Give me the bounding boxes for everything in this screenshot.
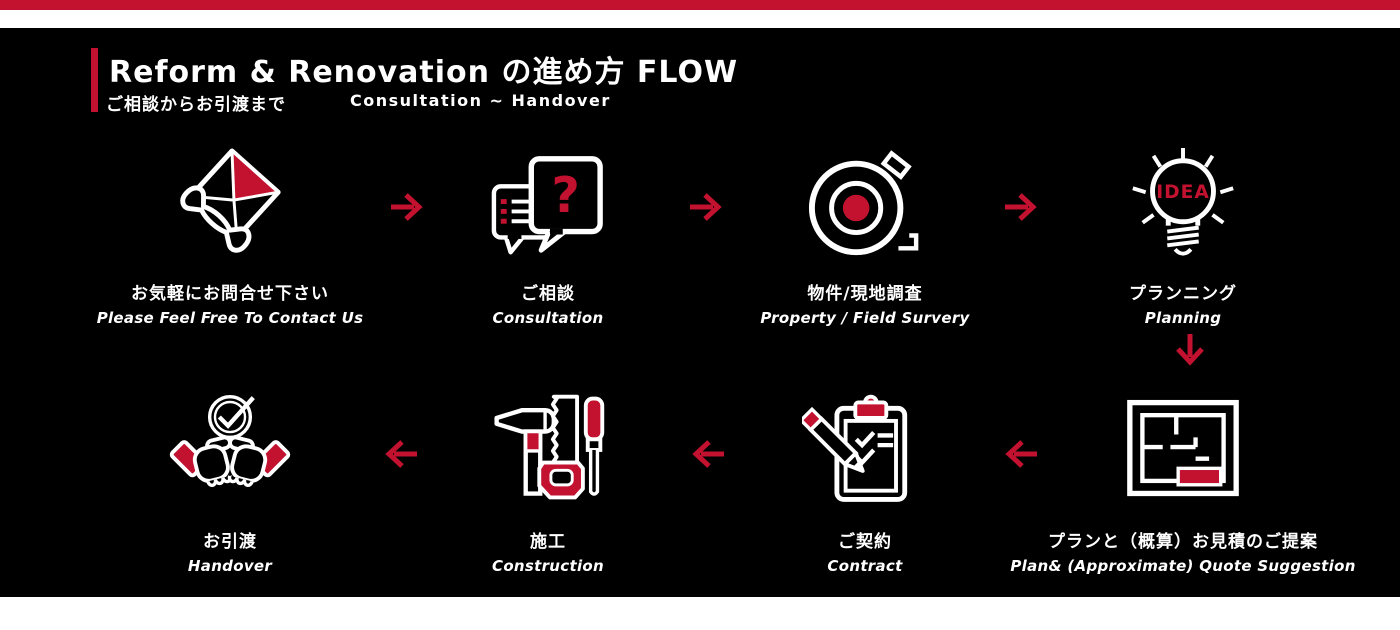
- tape-measure-icon: [801, 142, 929, 270]
- step-label-en: Handover: [187, 557, 273, 575]
- arrow-left-icon: [1000, 439, 1040, 469]
- step-label-en: Property / Field Survery: [760, 309, 970, 327]
- subtitle-japanese: ご相談からお引渡まで: [106, 95, 286, 115]
- flow-step-construction: 施工 Construction: [398, 380, 698, 575]
- step-label-en: Consultation: [492, 309, 604, 327]
- handshake-icon: [167, 380, 293, 518]
- arrow-right-icon: [1002, 192, 1042, 222]
- flow-step-planning: IDEA プランニング Planning: [1033, 142, 1333, 327]
- page-title: Reform & Renovation の進め方 FLOW: [109, 55, 739, 90]
- flow-panel: [0, 28, 1400, 597]
- step-label-ja: 物件/現地調査: [807, 284, 923, 304]
- step-label-en: Planning: [1144, 309, 1222, 327]
- arrow-left-icon: [380, 439, 420, 469]
- step-label-en: Contract: [827, 557, 903, 575]
- arrow-right-icon: [687, 192, 727, 222]
- title-accent-bar: [91, 48, 98, 112]
- chat-question-icon: ?: [484, 142, 612, 270]
- flow-step-contact: お気軽にお問合せ下さい Please Feel Free To Contact …: [80, 142, 380, 327]
- arrow-down-icon: [1175, 331, 1205, 371]
- floor-plan-icon: [1120, 380, 1246, 518]
- step-label-en: Please Feel Free To Contact Us: [96, 309, 364, 327]
- contract-clipboard-icon: [802, 380, 928, 518]
- flow-step-quote: プランと（概算）お見積のご提案 Plan& (Approximate) Quot…: [1010, 380, 1355, 575]
- step-label-ja: ご契約: [838, 532, 892, 552]
- arrow-right-icon: [388, 192, 428, 222]
- subtitle-english: Consultation ~ Handover: [350, 91, 611, 110]
- step-label-ja: ご相談: [521, 284, 575, 304]
- step-label-ja: お気軽にお問合せ下さい: [131, 284, 329, 304]
- construction-tools-icon: [485, 380, 611, 518]
- step-label-ja: 施工: [530, 532, 566, 552]
- arrow-left-icon: [687, 439, 727, 469]
- phone-mail-icon: [166, 142, 294, 270]
- flow-step-survey: 物件/現地調査 Property / Field Survery: [715, 142, 1015, 327]
- flow-step-contract: ご契約 Contract: [715, 380, 1015, 575]
- step-label-ja: プランニング: [1129, 284, 1237, 304]
- idea-bulb-icon: IDEA: [1119, 142, 1247, 270]
- question-mark-glyph: ?: [551, 166, 580, 224]
- flow-step-consultation: ? ご相談 Consultation: [398, 142, 698, 327]
- step-label-en: Plan& (Approximate) Quote Suggestion: [1010, 557, 1356, 575]
- step-label-ja: お引渡: [203, 532, 257, 552]
- idea-glyph: IDEA: [1156, 182, 1210, 203]
- step-label-ja: プランと（概算）お見積のご提案: [1048, 532, 1318, 552]
- flow-step-handover: お引渡 Handover: [80, 380, 380, 575]
- top-accent-bar: [0, 0, 1400, 10]
- step-label-en: Construction: [492, 557, 604, 575]
